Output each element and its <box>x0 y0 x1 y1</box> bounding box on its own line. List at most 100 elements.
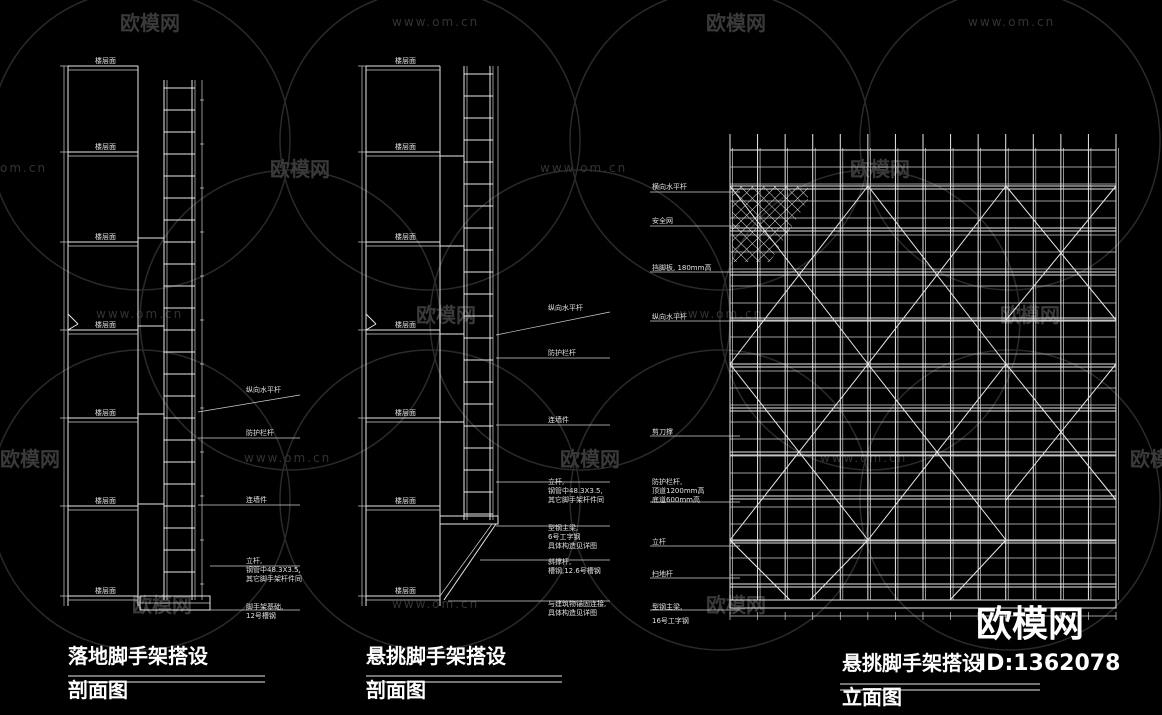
right-subtitle: 立面图 <box>842 685 902 709</box>
watermark-brand: 欧模网 <box>120 11 180 35</box>
floor-label: 楼层面 <box>95 320 116 329</box>
floor-label: 楼层面 <box>395 496 416 505</box>
diagonal-strut <box>439 523 493 597</box>
callout-label: 剪刀撑 <box>652 427 673 436</box>
middle-scaffold <box>439 66 499 601</box>
scissor-brace <box>729 363 869 541</box>
callout-label: 钢管中48.3X3.5, <box>548 486 603 495</box>
right-elevation-drawing: 横向水平杆 安全网 挡脚板, 180mm高 纵向水平杆 剪刀撑 防护栏杆, 顶道… <box>650 134 1119 709</box>
callout-label: 连墙件 <box>548 415 569 424</box>
watermark-brand: 欧模网 <box>416 303 476 327</box>
elevation-grid <box>729 134 1119 620</box>
break-mark <box>365 313 377 325</box>
scissor-brace <box>729 539 791 601</box>
scissor-brace <box>729 185 869 365</box>
callout-label: 连墙件 <box>246 495 267 504</box>
callout-label: 防护栏杆 <box>548 348 576 357</box>
callout-label: 斜撑杆, <box>548 557 571 566</box>
callout-label: 横向水平杆 <box>652 182 687 191</box>
watermark-url: www.om.cn <box>392 597 479 611</box>
scissor-brace <box>809 539 869 601</box>
callout-label: 立杆, <box>246 556 262 565</box>
left-subtitle: 剖面图 <box>68 678 128 702</box>
break-mark <box>365 323 377 331</box>
left-title: 落地脚手架搭设 <box>68 644 208 668</box>
left-callouts: 纵向水平杆 防护栏杆 连墙件 立杆, 钢管中48.3X3.5, 其它脚手架杆件同… <box>197 385 302 620</box>
watermark-url: www.om.cn <box>96 307 183 321</box>
scissor-brace <box>1005 363 1117 501</box>
callout-label: 其它脚手架杆件同 <box>548 495 604 504</box>
floor-label: 楼层面 <box>95 408 116 417</box>
right-callouts: 横向水平杆 安全网 挡脚板, 180mm高 纵向水平杆 剪刀撑 防护栏杆, 顶道… <box>650 182 740 625</box>
floor-label: 楼层面 <box>395 586 416 595</box>
watermark-brand: 欧模网 <box>132 593 192 617</box>
middle-title: 悬挑脚手架搭设 <box>366 644 506 668</box>
callout-label: 纵向水平杆 <box>652 312 687 321</box>
steel-beam <box>729 599 1117 609</box>
floor-label: 楼层面 <box>95 586 116 595</box>
watermark-brand: 欧模网 <box>706 11 766 35</box>
callout-label: 扫地杆 <box>652 569 673 578</box>
watermark-brand: 欧模网 <box>706 593 766 617</box>
brand-id: ID:1362078 <box>978 651 1120 676</box>
scissor-brace <box>867 363 1007 541</box>
callout-label: 12号槽钢 <box>246 611 276 620</box>
break-mark <box>67 313 79 325</box>
safety-net-hatch <box>732 186 808 262</box>
watermark-brand: 欧模网 <box>1000 303 1060 327</box>
watermark-url: www.om.cn <box>676 307 763 321</box>
floor-label: 楼层面 <box>395 232 416 241</box>
callout-label: 防护栏杆 <box>246 428 274 437</box>
floor-label: 楼层面 <box>95 142 116 151</box>
watermark-url: www.om.cn <box>244 451 331 465</box>
callout-label: 顶道1200mm高 <box>652 486 704 495</box>
floor-label: 楼层面 <box>395 320 416 329</box>
callout-label: 与建筑物锚固连接, <box>548 599 606 608</box>
callout-label: 槽钢,12.6号槽钢 <box>548 566 601 575</box>
watermark-brand: 欧模网 <box>850 157 910 181</box>
brand-logo-text: 欧模网 <box>976 604 1084 645</box>
floor-label: 楼层面 <box>95 496 116 505</box>
callout-label: 具体构造见详图 <box>548 608 597 617</box>
middle-callouts: 纵向水平杆 防护栏杆 连墙件 立杆, 钢管中48.3X3.5, 其它脚手架杆件同… <box>448 303 611 617</box>
floor-label: 楼层面 <box>395 408 416 417</box>
callout-label: 纵向水平杆 <box>548 303 583 312</box>
floor-label: 楼层面 <box>395 56 416 65</box>
scissor-brace <box>867 185 1007 365</box>
callout-label: 型钢主梁, <box>652 602 682 611</box>
watermark-url: om.cn <box>0 161 47 175</box>
callout-label: 立杆, <box>548 477 564 486</box>
left-scaffold <box>138 80 211 611</box>
callout-label: 16号工字钢 <box>652 616 689 625</box>
cantilever-beam <box>439 515 499 525</box>
callout-label: 具体构造见详图 <box>548 541 597 550</box>
watermark-brand: 欧模网 <box>1130 447 1162 471</box>
break-mark <box>67 323 79 331</box>
watermark-brand: 欧模网 <box>0 447 60 471</box>
brand-corner: 欧模网 ID:1362078 <box>976 604 1120 676</box>
watermark-url: www.om.cn <box>820 451 907 465</box>
watermark-url: www.om.cn <box>540 161 627 175</box>
watermark-url: www.om.cn <box>968 15 1055 29</box>
callout-label: 挡脚板, 180mm高 <box>652 263 711 272</box>
callout-label: 钢管中48.3X3.5, <box>246 565 301 574</box>
floor-label: 楼层面 <box>95 232 116 241</box>
callout-label: 其它脚手架杆件同 <box>246 574 302 583</box>
floor-label: 楼层面 <box>395 142 416 151</box>
watermark-brand: 欧模网 <box>560 447 620 471</box>
scissor-brace <box>1005 185 1117 321</box>
callout-label: 纵向水平杆 <box>246 385 281 394</box>
diagonal-strut <box>443 523 497 601</box>
callout-label: 立杆 <box>652 537 666 546</box>
callout-label: 防护栏杆, <box>652 477 682 486</box>
callout-label: 脚手架基础, <box>246 602 283 611</box>
right-title: 悬挑脚手架搭设 <box>842 651 982 675</box>
callout-label: 型钢主梁, <box>548 523 578 532</box>
floor-label: 楼层面 <box>95 56 116 65</box>
callout-label: 安全网 <box>652 216 673 225</box>
